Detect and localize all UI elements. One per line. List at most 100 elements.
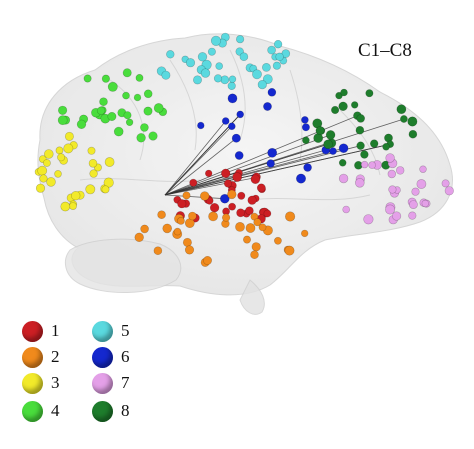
connection-line bbox=[164, 149, 326, 196]
node-cluster-8 bbox=[407, 116, 418, 127]
node-cluster-5 bbox=[215, 62, 223, 70]
node-cluster-5 bbox=[252, 69, 262, 80]
connection-line bbox=[164, 147, 344, 196]
node-cluster-6 bbox=[228, 122, 236, 131]
brain-sulci bbox=[79, 49, 381, 201]
legend-item-7: 7 bbox=[92, 372, 130, 394]
node-cluster-5 bbox=[261, 63, 271, 72]
legend-item-3: 3 bbox=[22, 372, 60, 394]
node-cluster-2 bbox=[273, 236, 282, 245]
node-cluster-2 bbox=[173, 227, 182, 236]
node-cluster-7 bbox=[392, 211, 402, 221]
node-cluster-4 bbox=[135, 74, 144, 82]
node-cluster-4 bbox=[107, 81, 118, 92]
node-cluster-4 bbox=[101, 74, 110, 83]
node-cluster-2 bbox=[184, 245, 195, 255]
legend-swatch-2 bbox=[22, 346, 43, 368]
legend-label-4: 4 bbox=[51, 401, 60, 420]
node-cluster-3 bbox=[43, 159, 51, 167]
legend-item-4: 4 bbox=[22, 400, 60, 422]
node-cluster-7 bbox=[354, 178, 365, 188]
node-cluster-8 bbox=[323, 139, 333, 150]
legend-label-7: 7 bbox=[121, 373, 130, 392]
node-cluster-6 bbox=[267, 88, 277, 97]
node-cluster-8 bbox=[351, 101, 359, 109]
node-cluster-4 bbox=[153, 103, 164, 113]
node-cluster-3 bbox=[69, 202, 77, 210]
node-cluster-3 bbox=[70, 191, 81, 201]
node-cluster-2 bbox=[284, 245, 295, 256]
node-cluster-5 bbox=[262, 74, 273, 84]
node-cluster-4 bbox=[143, 106, 153, 116]
connection-line bbox=[164, 118, 405, 196]
node-cluster-1 bbox=[232, 172, 243, 182]
node-cluster-2 bbox=[243, 235, 252, 244]
node-cluster-2 bbox=[153, 246, 163, 255]
node-cluster-7 bbox=[444, 186, 454, 196]
node-cluster-8 bbox=[360, 150, 369, 159]
panel-label: C1–C8 bbox=[358, 40, 412, 61]
node-cluster-6 bbox=[231, 133, 241, 143]
node-cluster-1 bbox=[250, 174, 261, 184]
node-cluster-8 bbox=[355, 125, 365, 135]
node-cluster-2 bbox=[253, 218, 262, 227]
node-cluster-8 bbox=[365, 89, 374, 98]
node-cluster-3 bbox=[89, 169, 98, 178]
node-cluster-8 bbox=[331, 105, 340, 115]
node-cluster-2 bbox=[176, 216, 185, 225]
node-cluster-7 bbox=[363, 214, 374, 225]
legend-item-6: 6 bbox=[92, 346, 130, 368]
connection-line bbox=[164, 194, 225, 200]
node-cluster-6 bbox=[220, 193, 230, 204]
node-cluster-4 bbox=[113, 126, 124, 137]
node-cluster-8 bbox=[356, 114, 366, 123]
connection-line bbox=[164, 177, 256, 196]
node-cluster-4 bbox=[96, 106, 106, 115]
node-cluster-5 bbox=[161, 70, 171, 80]
legend-swatch-4 bbox=[22, 400, 43, 422]
node-cluster-5 bbox=[210, 35, 222, 46]
node-cluster-7 bbox=[408, 200, 418, 209]
node-cluster-3 bbox=[103, 177, 114, 188]
connection-lines bbox=[164, 114, 405, 200]
legend-item-1: 1 bbox=[22, 320, 60, 342]
node-cluster-3 bbox=[39, 174, 48, 183]
connection-line bbox=[164, 126, 233, 196]
node-cluster-1 bbox=[237, 191, 246, 200]
node-cluster-2 bbox=[182, 237, 192, 247]
node-cluster-1 bbox=[205, 169, 213, 178]
node-cluster-7 bbox=[388, 185, 397, 194]
node-cluster-4 bbox=[99, 97, 108, 106]
node-cluster-6 bbox=[301, 123, 310, 132]
node-cluster-5 bbox=[272, 61, 282, 70]
node-cluster-2 bbox=[208, 211, 218, 222]
node-cluster-7 bbox=[396, 166, 405, 175]
node-cluster-1 bbox=[263, 209, 272, 218]
node-cluster-2 bbox=[235, 221, 245, 232]
legend-item-5: 5 bbox=[92, 320, 130, 342]
node-cluster-2 bbox=[222, 213, 231, 222]
legend-label-2: 2 bbox=[51, 347, 60, 366]
node-cluster-3 bbox=[55, 146, 64, 155]
legend-label-8: 8 bbox=[121, 401, 130, 420]
node-cluster-7 bbox=[416, 179, 427, 189]
node-cluster-4 bbox=[125, 118, 134, 127]
legend-label-3: 3 bbox=[51, 373, 60, 392]
node-cluster-2 bbox=[134, 232, 144, 243]
legend-swatch-7 bbox=[92, 372, 113, 394]
node-cluster-4 bbox=[140, 123, 149, 132]
node-cluster-8 bbox=[382, 143, 390, 151]
node-cluster-2 bbox=[251, 242, 261, 252]
node-cluster-7 bbox=[408, 211, 417, 220]
node-cluster-2 bbox=[140, 224, 149, 234]
node-cluster-4 bbox=[133, 93, 142, 102]
node-cluster-3 bbox=[43, 149, 54, 159]
node-cluster-6 bbox=[329, 147, 337, 155]
node-cluster-2 bbox=[245, 223, 256, 233]
node-cluster-6 bbox=[221, 117, 230, 125]
node-cluster-8 bbox=[356, 141, 365, 150]
node-cluster-5 bbox=[267, 45, 276, 55]
legend-label-5: 5 bbox=[121, 321, 130, 340]
node-cluster-3 bbox=[101, 185, 110, 194]
